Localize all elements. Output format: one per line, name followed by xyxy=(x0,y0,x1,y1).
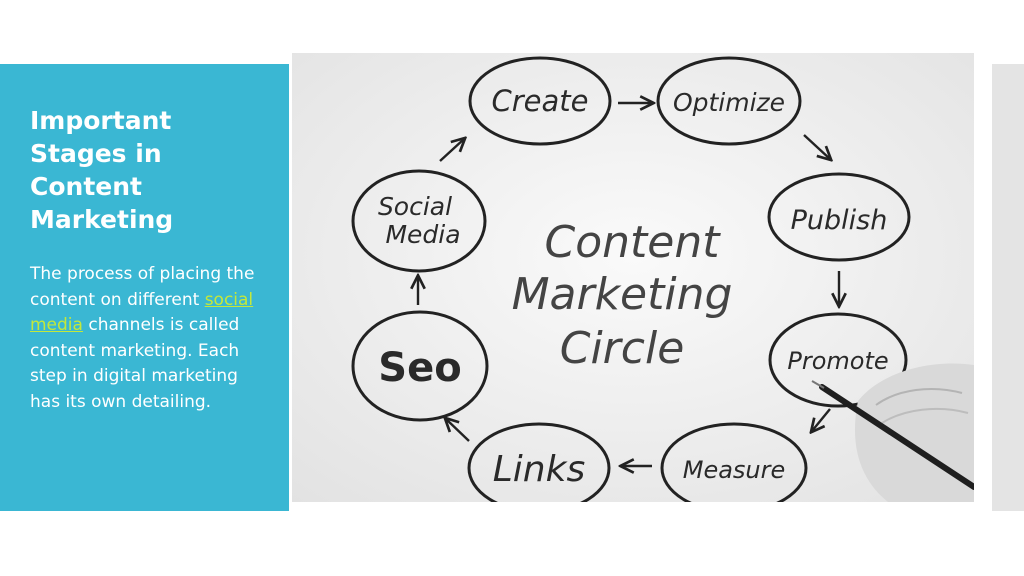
publish-stage-label: Publish xyxy=(791,205,888,236)
body-text-end: channels is called content marketing. Ea… xyxy=(30,315,240,412)
social-media-link[interactable]: social media xyxy=(30,289,254,336)
promote-stage-label: Promote xyxy=(787,347,888,375)
center-label-line1: Content xyxy=(545,217,722,268)
slide-title: Important Stages in Content Marketing xyxy=(30,106,174,234)
slide-left-panel xyxy=(0,64,289,511)
publish-stage-oval xyxy=(767,172,911,262)
arrow-social-to-create xyxy=(439,139,464,162)
content-marketing-circle-image: Create Optimize Publish Promote Measure … xyxy=(292,53,974,502)
links-stage-label: Links xyxy=(493,449,585,490)
next-slide-edge xyxy=(992,64,1024,511)
create-stage-oval xyxy=(468,56,612,146)
hand-holding-pen-illustration xyxy=(811,363,974,502)
seo-stage-oval xyxy=(351,310,489,422)
links-stage-oval xyxy=(467,422,611,502)
optimize-stage-label: Optimize xyxy=(673,88,785,117)
content-marketing-circle-diagram: Create Optimize Publish Promote Measure … xyxy=(292,53,974,502)
arrow-links-to-seo xyxy=(446,419,470,442)
promote-stage-oval xyxy=(768,312,908,408)
seo-stage-label: Seo xyxy=(378,345,461,391)
center-label-line3: Circle xyxy=(560,323,685,374)
social-stage-label-line1: Social xyxy=(378,192,452,221)
social-media-stage-oval xyxy=(351,169,487,273)
create-stage-label: Create xyxy=(492,84,589,118)
social-stage-label-line2: Media xyxy=(385,220,460,249)
body-text-start: The process of placing the content on di… xyxy=(30,264,255,310)
measure-stage-label: Measure xyxy=(683,456,786,484)
measure-stage-oval xyxy=(660,422,808,502)
arrow-optimize-to-publish xyxy=(803,134,830,159)
arrow-promote-to-measure xyxy=(812,408,831,431)
center-label-line2: Marketing xyxy=(512,269,733,320)
slide-body-text: The process of placing the content on di… xyxy=(30,262,255,415)
optimize-stage-oval xyxy=(656,56,802,146)
